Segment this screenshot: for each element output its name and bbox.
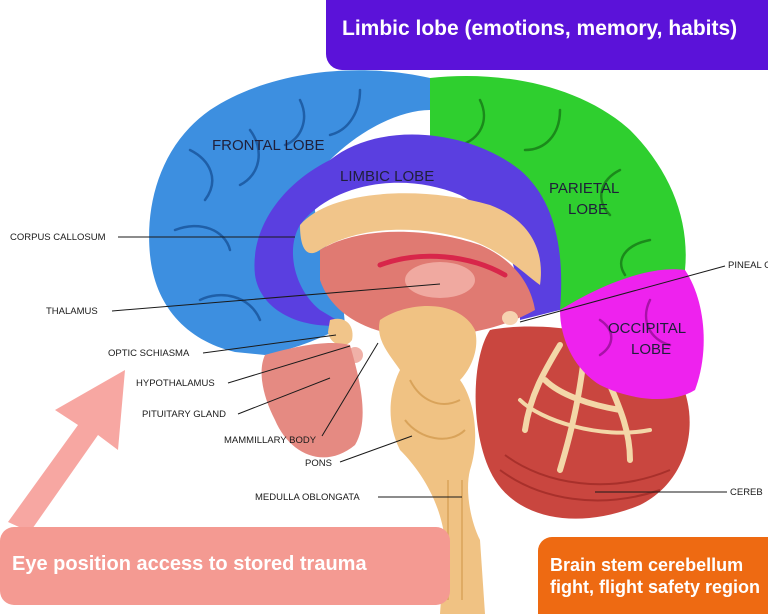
occipital-lobe-label-line1: OCCIPITAL xyxy=(608,320,686,337)
label-hypothalamus: HYPOTHALAMUS xyxy=(136,378,215,389)
occipital-lobe-label-line2: LOBE xyxy=(631,341,671,358)
label-corpus-callosum: CORPUS CALLOSUM xyxy=(10,232,106,243)
limbic-lobe xyxy=(254,134,562,326)
corpus-callosum xyxy=(300,193,541,285)
label-optic-chiasma: OPTIC SCHIASMA xyxy=(108,348,190,359)
stem-banner-line2: fight, flight safety region xyxy=(550,577,760,597)
parietal-lobe-label-line1: PARIETAL xyxy=(549,180,619,197)
label-medulla-oblongata: MEDULLA OBLONGATA xyxy=(255,492,360,503)
label-mammillary-body: MAMMILLARY BODY xyxy=(224,435,317,446)
limbic-lobe-banner: Limbic lobe (emotions, memory, habits) xyxy=(326,0,768,70)
label-pineal-gland: PINEAL G xyxy=(728,260,768,271)
brain-stem-banner: Brain stem cerebellum fight, flight safe… xyxy=(538,537,768,614)
trauma-banner-text: Eye position access to stored trauma xyxy=(12,553,367,575)
temporal-region xyxy=(261,343,363,458)
arrow-icon xyxy=(8,370,125,532)
limbic-banner-text: Limbic lobe (emotions, memory, habits) xyxy=(342,17,738,40)
label-cerebellum: CEREB xyxy=(730,487,763,498)
label-pons: PONS xyxy=(305,458,332,469)
trauma-banner: Eye position access to stored trauma xyxy=(0,527,450,605)
stem-banner-line1: Brain stem cerebellum xyxy=(550,555,744,575)
parietal-lobe xyxy=(430,75,686,310)
parietal-lobe-label-line2: LOBE xyxy=(568,201,608,218)
label-pituitary-gland: PITUITARY GLAND xyxy=(142,409,226,420)
leader-lines xyxy=(111,236,727,498)
label-thalamus: THALAMUS xyxy=(46,306,98,317)
limbic-lobe-label: LIMBIC LOBE xyxy=(340,168,434,185)
frontal-lobe-label: FRONTAL LOBE xyxy=(212,137,325,154)
